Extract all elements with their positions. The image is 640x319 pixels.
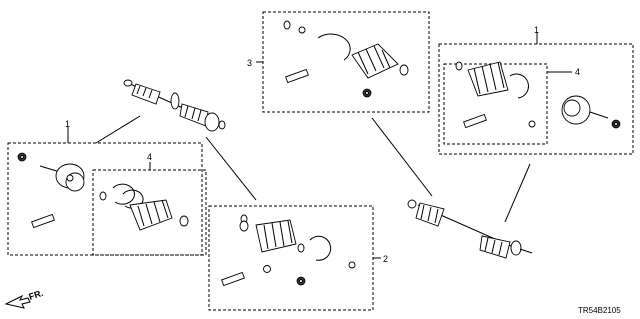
direction-label: FR.: [28, 288, 45, 302]
callout-1-right: 1: [534, 25, 539, 35]
leader-line: [371, 117, 433, 197]
leader-line: [95, 115, 141, 144]
parts-box-right: 1 4: [438, 25, 634, 155]
leader-line: [205, 136, 257, 201]
driveshaft-lower-right: [407, 199, 533, 259]
callout-1-left: 1: [65, 119, 70, 129]
parts-box-left: 1 4: [7, 119, 207, 256]
front-arrow-icon: [4, 294, 31, 309]
driveshaft-upper-left: [123, 79, 226, 132]
leader-line: [504, 163, 531, 223]
parts-box-center-top: 3: [247, 11, 430, 113]
callout-2: 2: [383, 254, 388, 264]
diagram-code: TR54B2105: [578, 306, 621, 315]
front-direction-indicator: FR.: [4, 288, 45, 309]
callout-4-right: 4: [575, 67, 580, 77]
callout-4-left: 4: [147, 152, 152, 162]
parts-box-center-bottom: 2: [208, 205, 388, 311]
callout-3: 3: [247, 58, 252, 68]
